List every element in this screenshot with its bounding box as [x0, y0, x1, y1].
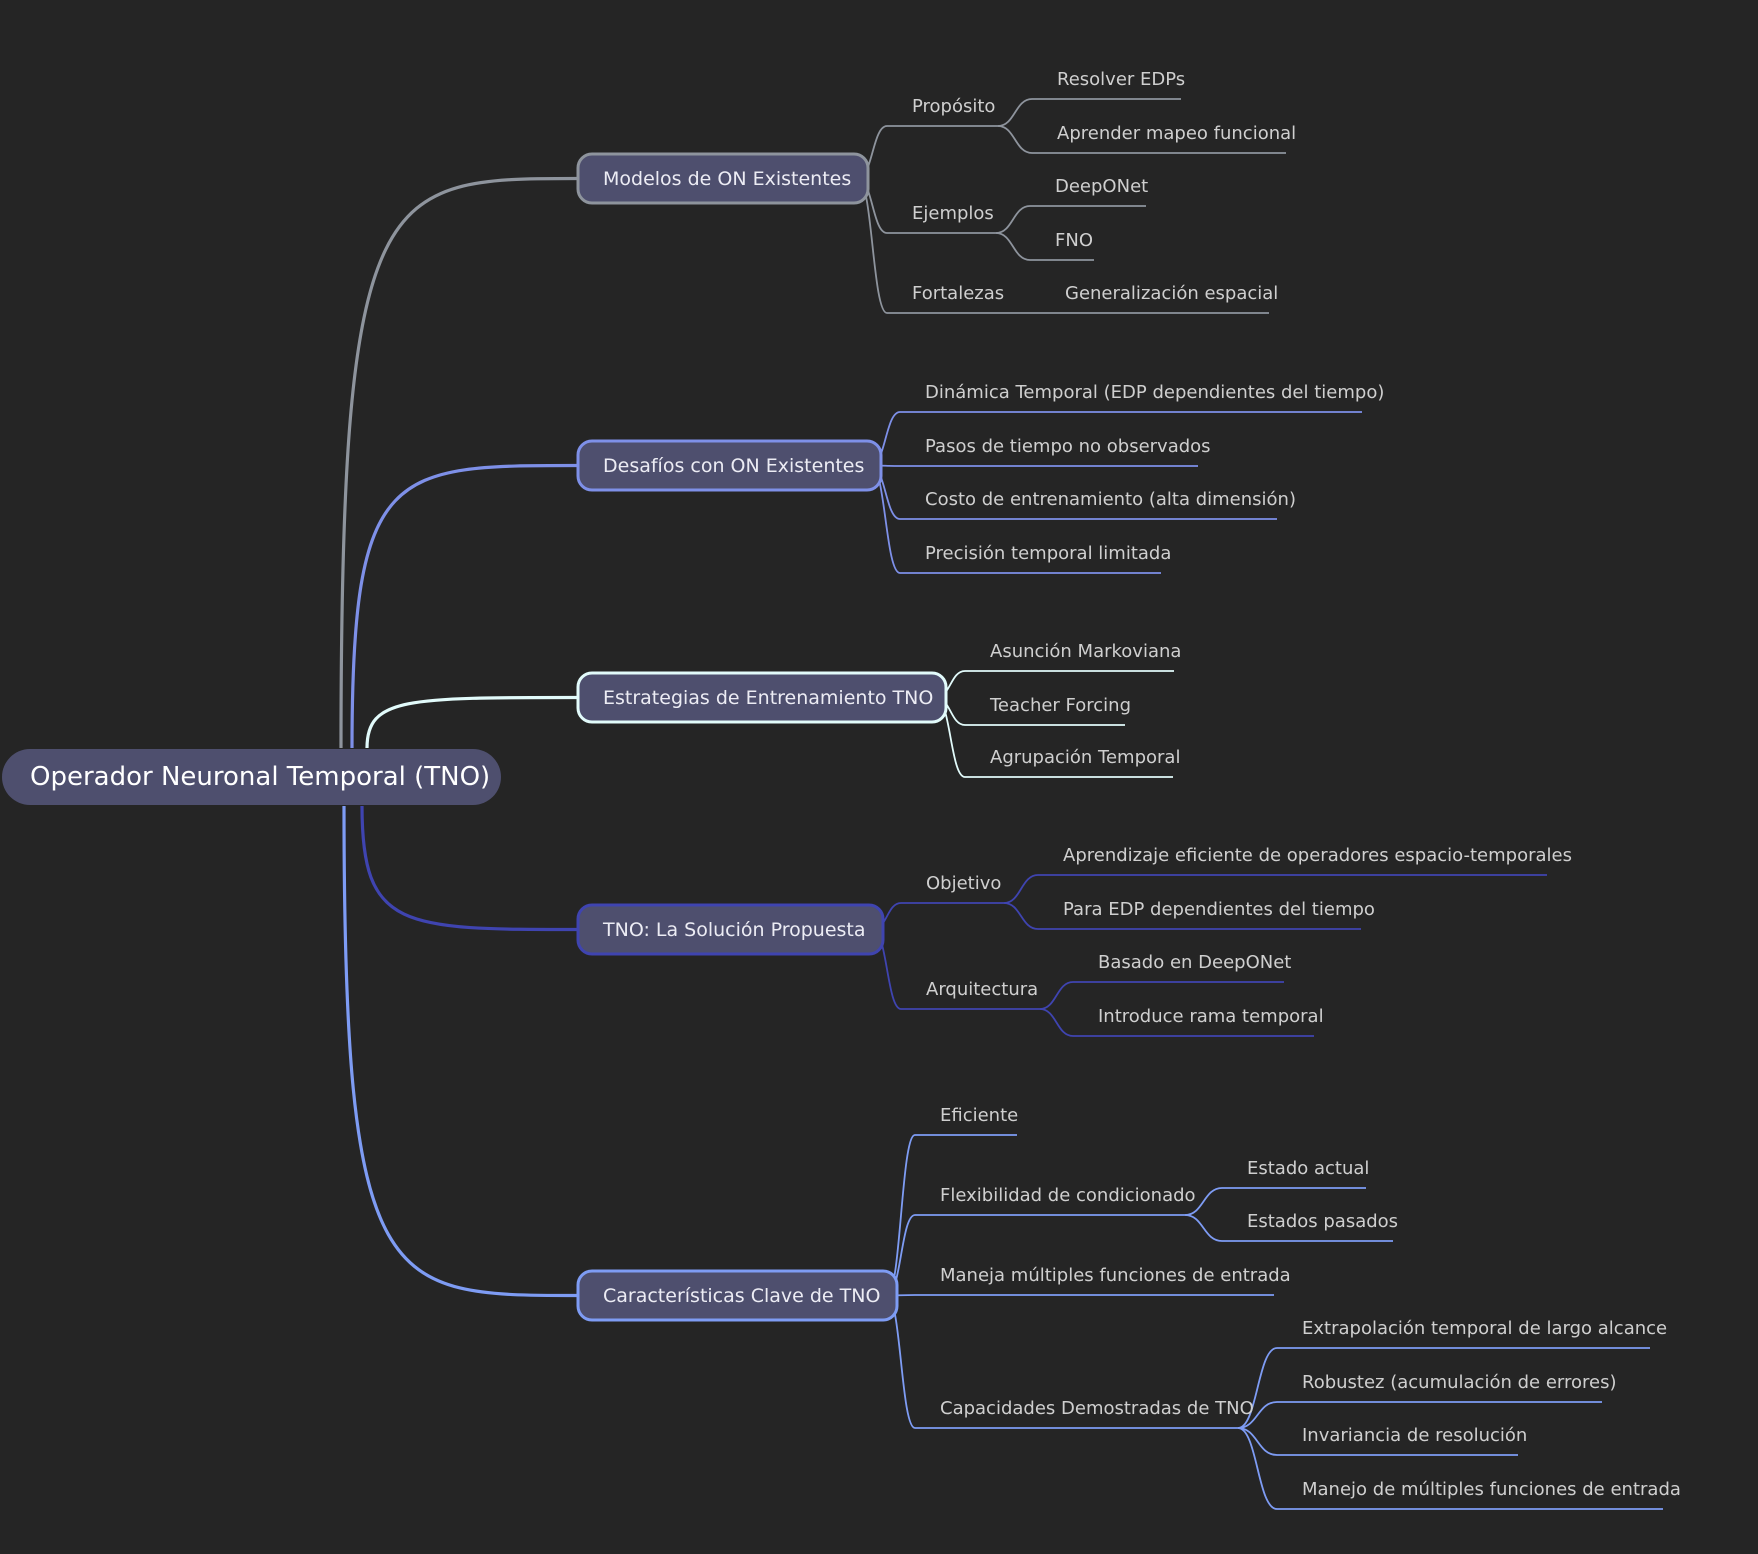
- edge-objetivo-aprendizaje-eficiente-de-operadores-espacio-temporales: [1003, 874, 1039, 904]
- branch-node-estrategias-de-entrenamiento-tno[interactable]: Estrategias de Entrenamiento TNO: [576, 671, 948, 724]
- edge-caracteristicas-clave-de-tno-eficiente: [886, 1134, 916, 1297]
- edge-root-desafios-con-on-existentes: [350, 463, 579, 749]
- leaf-generalizacion-espacial[interactable]: Generalización espacial: [1065, 283, 1278, 304]
- child-eficiente[interactable]: Eficiente: [940, 1105, 1018, 1126]
- branch-label: Estrategias de Entrenamiento TNO: [603, 687, 933, 709]
- leaf-deeponet[interactable]: DeepONet: [1055, 176, 1148, 197]
- child-flexibilidad-de-condicionado[interactable]: Flexibilidad de condicionado: [940, 1185, 1196, 1206]
- child-costo-de-entrenamiento-alta-dimension[interactable]: Costo de entrenamiento (alta dimensión): [925, 489, 1296, 510]
- leaf-robustez-acumulacion-de-errores[interactable]: Robustez (acumulación de errores): [1302, 1372, 1616, 1393]
- edge-ejemplos-deeponet: [995, 205, 1031, 234]
- edge-flexibilidad-de-condicionado-estados-pasados: [1184, 1214, 1223, 1242]
- leaf-invariancia-de-resolucion[interactable]: Invariancia de resolución: [1302, 1425, 1527, 1446]
- child-maneja-multiples-funciones-de-entrada[interactable]: Maneja múltiples funciones de entrada: [940, 1265, 1291, 1286]
- child-ejemplos[interactable]: Ejemplos: [912, 203, 994, 224]
- edge-root-tno-la-solucion-propuesta: [360, 805, 579, 932]
- leaf-aprendizaje-eficiente-de-operadores-espacio-temporales[interactable]: Aprendizaje eficiente de operadores espa…: [1063, 845, 1572, 866]
- edge-arquitectura-introduce-rama-temporal: [1039, 1008, 1074, 1037]
- edge-root-caracteristicas-clave-de-tno: [342, 805, 579, 1298]
- edge-capacidades-demostradas-de-tno-invariancia-de-resolucion: [1237, 1427, 1278, 1456]
- leaf-estados-pasados[interactable]: Estados pasados: [1247, 1211, 1398, 1232]
- edge-root-modelos-de-on-existentes: [339, 176, 579, 749]
- child-pasos-de-tiempo-no-observados[interactable]: Pasos de tiempo no observados: [925, 436, 1211, 457]
- child-dinamica-temporal-edp-dependientes-del-tiempo[interactable]: Dinámica Temporal (EDP dependientes del …: [925, 382, 1384, 403]
- edge-proposito-resolver-edps: [997, 98, 1033, 127]
- edge-root-estrategias-de-entrenamiento-tno: [365, 695, 579, 749]
- edge-proposito-aprender-mapeo-funcional: [997, 125, 1033, 154]
- edge-capacidades-demostradas-de-tno-robustez-acumulacion-de-errores: [1237, 1401, 1278, 1429]
- child-objetivo[interactable]: Objetivo: [926, 873, 1001, 894]
- child-proposito[interactable]: Propósito: [912, 96, 995, 117]
- edge-arquitectura-basado-en-deeponet: [1039, 981, 1074, 1010]
- child-teacher-forcing[interactable]: Teacher Forcing: [989, 695, 1131, 716]
- leaf-manejo-de-multiples-funciones-de-entrada[interactable]: Manejo de múltiples funciones de entrada: [1302, 1479, 1681, 1500]
- root-label: Operador Neuronal Temporal (TNO): [30, 762, 490, 792]
- edges-layer: [339, 98, 1663, 1510]
- child-agrupacion-temporal[interactable]: Agrupación Temporal: [990, 747, 1180, 768]
- leaf-para-edp-dependientes-del-tiempo[interactable]: Para EDP dependientes del tiempo: [1063, 899, 1375, 920]
- leaf-introduce-rama-temporal[interactable]: Introduce rama temporal: [1098, 1006, 1324, 1027]
- child-capacidades-demostradas-de-tno[interactable]: Capacidades Demostradas de TNO: [940, 1398, 1254, 1419]
- leaf-estado-actual[interactable]: Estado actual: [1247, 1158, 1369, 1179]
- child-fortalezas[interactable]: Fortalezas: [912, 283, 1004, 304]
- branch-node-caracteristicas-clave-de-tno[interactable]: Características Clave de TNO: [576, 1269, 899, 1322]
- edge-flexibilidad-de-condicionado-estado-actual: [1184, 1187, 1223, 1216]
- leaf-extrapolacion-temporal-de-largo-alcance[interactable]: Extrapolación temporal de largo alcance: [1302, 1318, 1667, 1339]
- child-arquitectura[interactable]: Arquitectura: [926, 979, 1038, 1000]
- leaf-resolver-edps[interactable]: Resolver EDPs: [1057, 69, 1185, 90]
- edge-capacidades-demostradas-de-tno-manejo-de-multiples-funciones-de-entrada: [1237, 1427, 1278, 1510]
- branch-label: Características Clave de TNO: [603, 1285, 880, 1307]
- branch-label: Modelos de ON Existentes: [603, 168, 851, 190]
- child-asuncion-markoviana[interactable]: Asunción Markoviana: [990, 641, 1181, 662]
- root-node[interactable]: Operador Neuronal Temporal (TNO): [2, 749, 501, 805]
- nodes-layer: Operador Neuronal Temporal (TNO) Modelos …: [2, 69, 1681, 1500]
- branch-node-modelos-de-on-existentes[interactable]: Modelos de ON Existentes: [576, 152, 870, 205]
- branch-label: Desafíos con ON Existentes: [603, 455, 864, 477]
- edge-objetivo-para-edp-dependientes-del-tiempo: [1003, 902, 1039, 930]
- edge-capacidades-demostradas-de-tno-extrapolacion-temporal-de-largo-alcance: [1237, 1347, 1278, 1429]
- leaf-fno[interactable]: FNO: [1055, 230, 1093, 251]
- branch-label: TNO: La Solución Propuesta: [602, 919, 866, 941]
- leaf-aprender-mapeo-funcional[interactable]: Aprender mapeo funcional: [1057, 123, 1296, 144]
- branch-node-tno-la-solucion-propuesta[interactable]: TNO: La Solución Propuesta: [576, 903, 885, 956]
- branch-node-desafios-con-on-existentes[interactable]: Desafíos con ON Existentes: [576, 439, 883, 492]
- child-precision-temporal-limitada[interactable]: Precisión temporal limitada: [925, 543, 1171, 564]
- edge-ejemplos-fno: [995, 232, 1031, 261]
- leaf-basado-en-deeponet[interactable]: Basado en DeepONet: [1098, 952, 1291, 973]
